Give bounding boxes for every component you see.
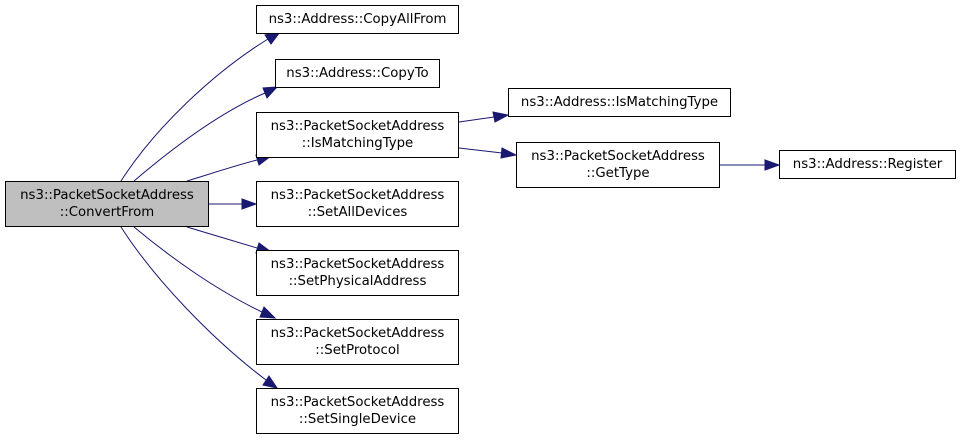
edge-psa-ismatchingtype-addr-ismatchingtype xyxy=(458,111,510,123)
node-register-label: ns3::Address::Register xyxy=(792,157,943,172)
node-convertfrom: ns3::PacketSocketAddress ::ConvertFrom xyxy=(5,181,209,227)
node-setalldevices-line1: ns3::PacketSocketAddress xyxy=(270,188,445,203)
node-setalldevices-line2: ::SetAllDevices xyxy=(307,205,408,220)
node-convertfrom-line2: ::ConvertFrom xyxy=(59,205,155,220)
edge-convertfrom-setprotocol xyxy=(133,226,277,319)
edge-convertfrom-copyto xyxy=(133,86,279,182)
node-setphysicaladdress-line1: ns3::PacketSocketAddress xyxy=(270,257,445,272)
node-gettype-line1: ns3::PacketSocketAddress xyxy=(531,149,705,164)
node-setphysicaladdress-line2: ::SetPhysicalAddress xyxy=(288,274,427,289)
node-copyto[interactable]: ns3::Address::CopyTo xyxy=(275,59,440,88)
edge-convertfrom-psa-ismatchingtype xyxy=(186,154,273,182)
node-setalldevices[interactable]: ns3::PacketSocketAddress ::SetAllDevices xyxy=(256,181,459,227)
node-copyallfrom-label: ns3::Address::CopyAllFrom xyxy=(268,12,447,27)
node-gettype[interactable]: ns3::PacketSocketAddress ::GetType xyxy=(516,142,720,188)
node-setprotocol[interactable]: ns3::PacketSocketAddress ::SetProtocol xyxy=(256,319,459,365)
node-setsingledevice-line2: ::SetSingleDevice xyxy=(298,412,417,427)
node-psa-ismatchingtype-line2: ::IsMatchingType xyxy=(301,136,414,151)
node-register[interactable]: ns3::Address::Register xyxy=(779,150,956,179)
node-convertfrom-line1: ns3::PacketSocketAddress xyxy=(20,188,194,203)
edge-psa-ismatchingtype-gettype xyxy=(458,147,518,159)
node-addr-ismatchingtype[interactable]: ns3::Address::IsMatchingType xyxy=(508,88,731,117)
node-addr-ismatchingtype-label: ns3::Address::IsMatchingType xyxy=(520,95,719,110)
edge-convertfrom-setsingledevice xyxy=(120,226,279,389)
node-setsingledevice-line1: ns3::PacketSocketAddress xyxy=(270,395,445,410)
node-psa-ismatchingtype-line1: ns3::PacketSocketAddress xyxy=(270,119,445,134)
node-gettype-line2: ::GetType xyxy=(586,166,650,181)
node-psa-ismatchingtype[interactable]: ns3::PacketSocketAddress ::IsMatchingTyp… xyxy=(256,112,459,158)
node-copyallfrom[interactable]: ns3::Address::CopyAllFrom xyxy=(256,5,459,34)
node-setprotocol-line1: ns3::PacketSocketAddress xyxy=(270,326,445,341)
node-setphysicaladdress[interactable]: ns3::PacketSocketAddress ::SetPhysicalAd… xyxy=(256,250,459,296)
edge-convertfrom-setalldevices xyxy=(209,198,258,210)
node-copyto-label: ns3::Address::CopyTo xyxy=(286,66,429,81)
node-setsingledevice[interactable]: ns3::PacketSocketAddress ::SetSingleDevi… xyxy=(256,388,459,434)
node-setprotocol-line2: ::SetProtocol xyxy=(315,343,400,358)
edge-gettype-register xyxy=(720,159,781,171)
edge-convertfrom-copyallfrom xyxy=(120,31,282,182)
